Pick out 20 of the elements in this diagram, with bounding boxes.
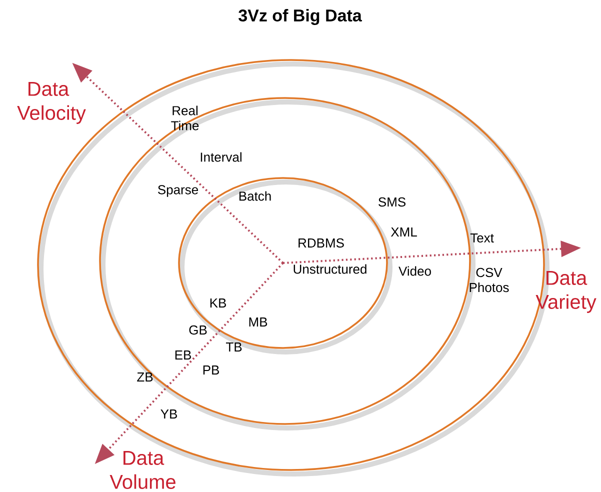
- ring-label: MB: [249, 318, 268, 326]
- ring-label: Video: [398, 266, 431, 276]
- axis-label: Data Volume: [110, 451, 176, 489]
- ring-label: Text: [470, 233, 494, 243]
- ring-label: YB: [160, 410, 177, 418]
- ring-label: Unstructured: [294, 264, 366, 274]
- axis-label: Data Velocity: [17, 82, 86, 124]
- ring-label: PB: [203, 366, 219, 374]
- ring-label: CSV Photos: [470, 268, 509, 292]
- ring-label: Batch: [239, 191, 271, 201]
- ring-label: Interval: [200, 152, 242, 162]
- ring-label: ZB: [137, 372, 153, 382]
- title: 3Vz of Big Data: [238, 9, 362, 25]
- ring-label: GB: [189, 325, 207, 335]
- ring-label: SMS: [378, 197, 406, 207]
- ring-label: Sparse: [158, 185, 198, 197]
- ring-label: KB: [210, 298, 226, 308]
- ring-label: EB: [175, 350, 191, 360]
- ring-label: TB: [226, 342, 242, 352]
- ring-label: RDBMS: [298, 238, 344, 248]
